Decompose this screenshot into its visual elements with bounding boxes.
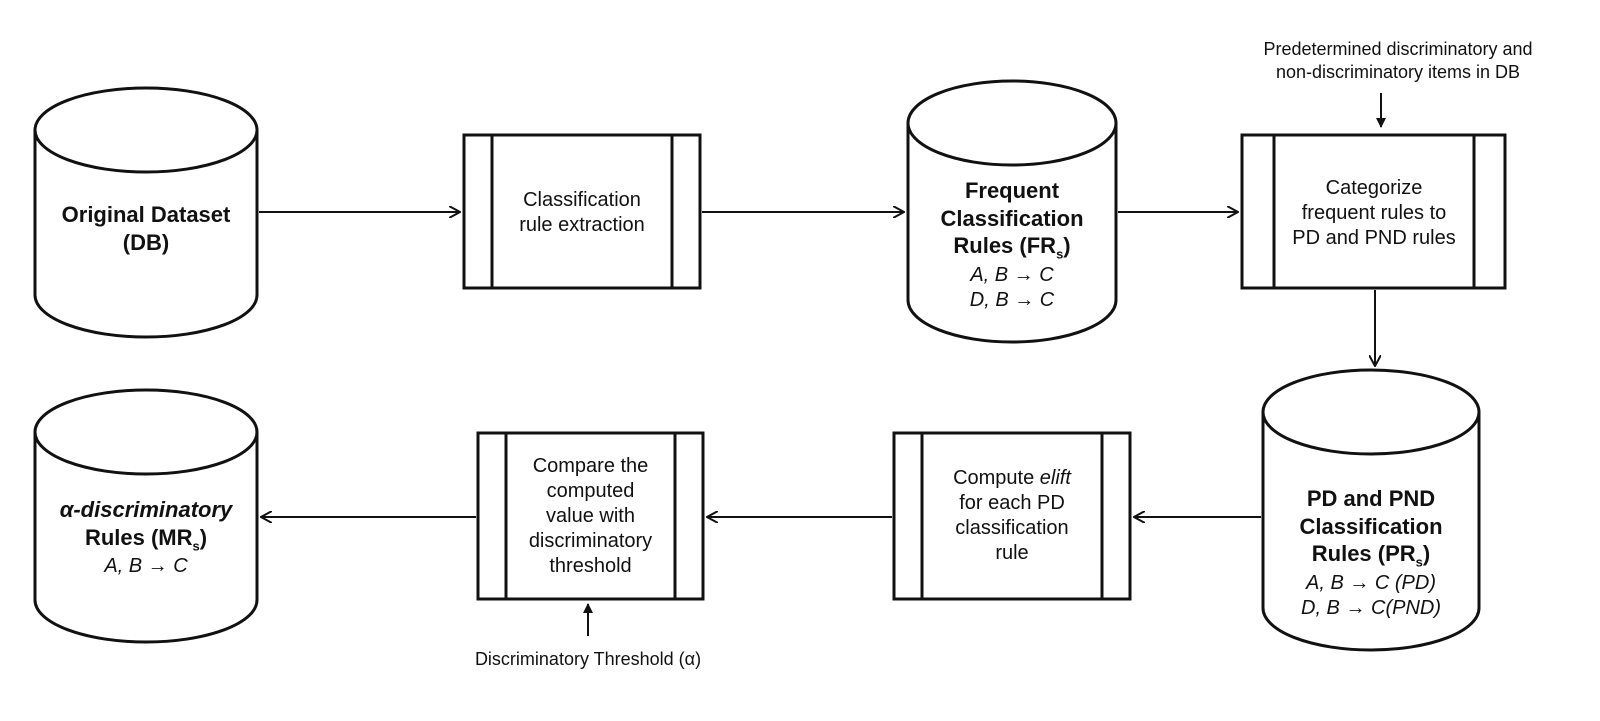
frequent-rule-1: A, B → C bbox=[970, 263, 1054, 286]
alpha-rules-cylinder bbox=[33, 388, 259, 644]
compute-elift-process-box bbox=[892, 431, 1132, 601]
compare-label: Compare the computed value with discrimi… bbox=[528, 455, 653, 577]
original-dataset-label: Original Dataset (DB) bbox=[61, 202, 231, 255]
alpha-rules-label: α-discriminatory Rules (MRs) A, B → C bbox=[35, 496, 257, 579]
threshold-annotation: Discriminatory Threshold (α) bbox=[474, 649, 702, 669]
pd-pnd-rules-label: PD and PND Classification Rules (PRs) A,… bbox=[1263, 485, 1479, 621]
pd-rule: A, B → C (PD) bbox=[1305, 571, 1436, 594]
frequent-rule-2: D, B → C bbox=[969, 288, 1055, 311]
pnd-rule: D, B → C(PND) bbox=[1301, 596, 1441, 619]
categorize-label: Categorize frequent rules to PD and PND … bbox=[1292, 177, 1456, 249]
extraction-label: Classification rule extraction bbox=[519, 189, 645, 236]
pd-pnd-rules-cylinder bbox=[1261, 368, 1481, 652]
compute-elift-label: Compute elift for each PD classification… bbox=[953, 467, 1071, 564]
predetermined-annotation: Predetermined discriminatory and non-dis… bbox=[1263, 39, 1533, 82]
frequent-rules-cylinder bbox=[906, 79, 1118, 344]
frequent-rules-label: Frequent Classification Rules (FRs) A, B… bbox=[908, 177, 1116, 313]
categorize-process-box bbox=[1240, 133, 1507, 290]
alpha-rule-1: A, B → C bbox=[104, 555, 188, 578]
compare-process-box bbox=[476, 431, 705, 601]
extraction-process-box bbox=[462, 133, 702, 290]
original-dataset-cylinder bbox=[33, 86, 259, 339]
